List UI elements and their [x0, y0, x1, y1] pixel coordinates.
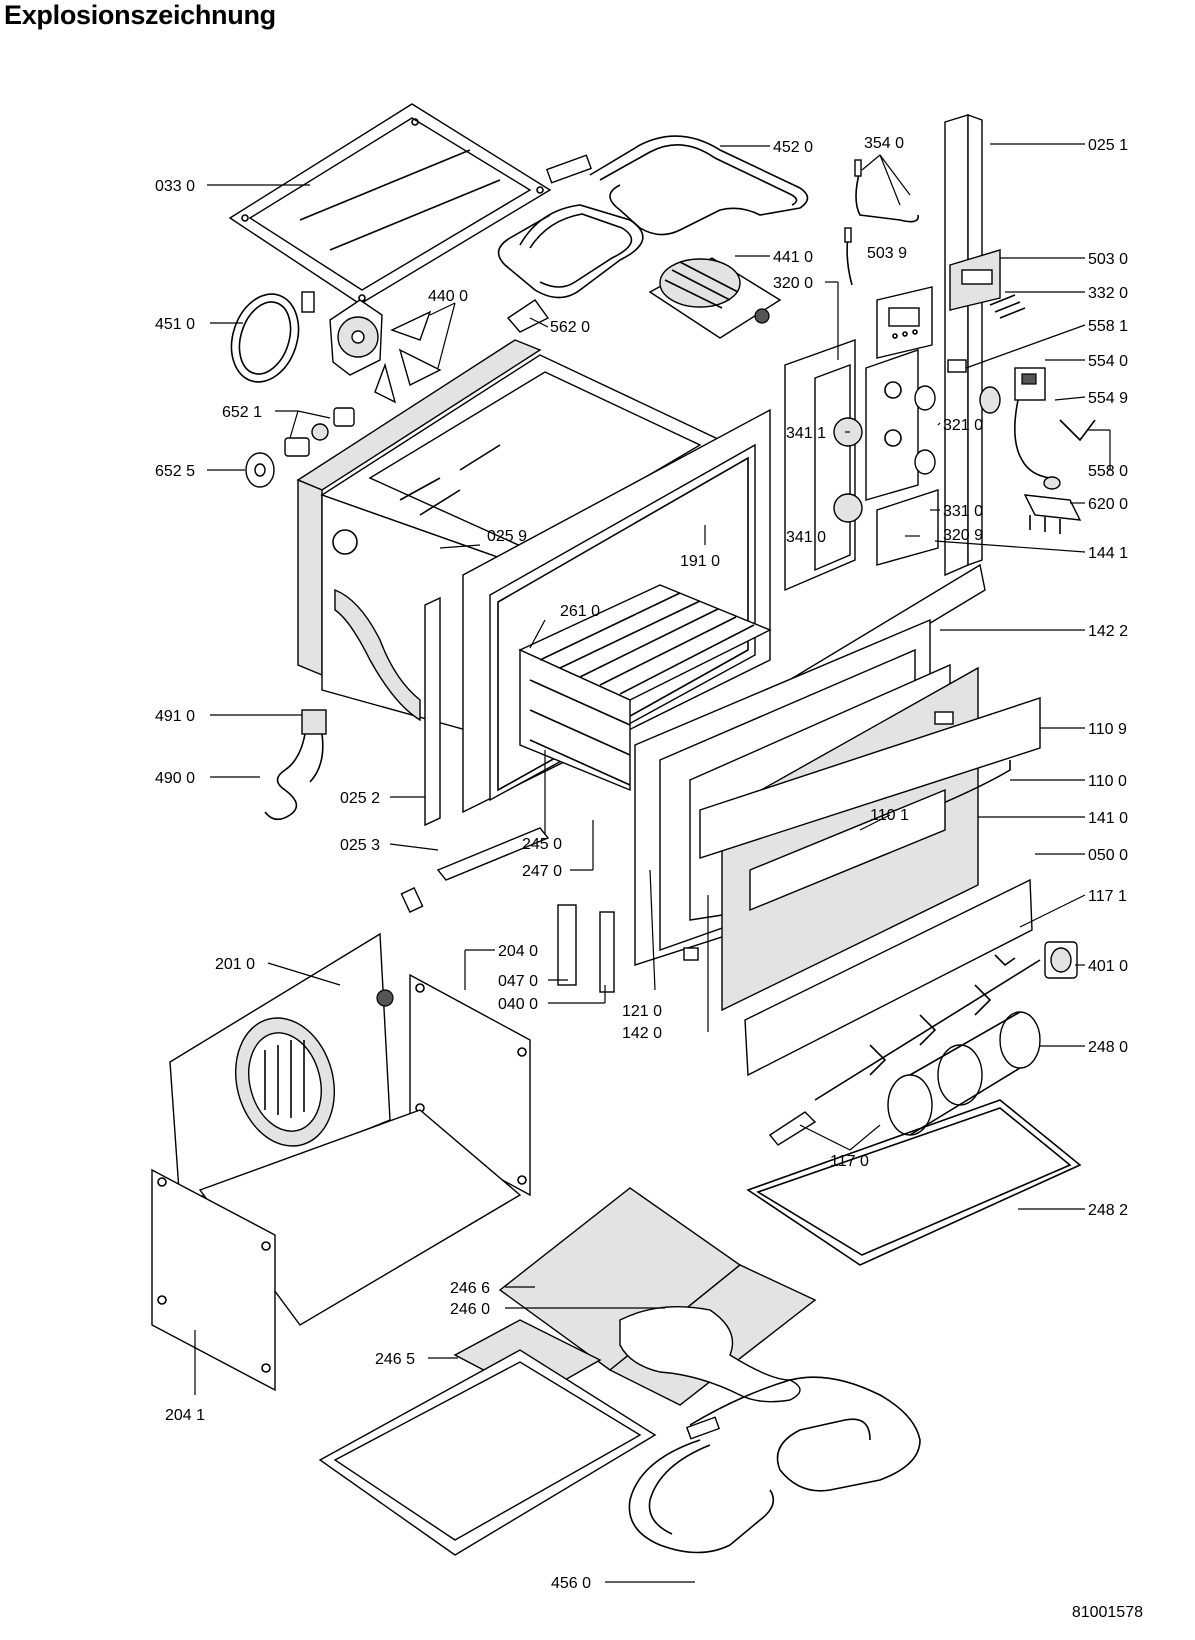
part-labels: 033 0 452 0 354 0 025 1 441 0 503 9 503 … — [155, 135, 1128, 1592]
label-332-0: 332 0 — [1088, 285, 1128, 302]
label-503-0: 503 0 — [1088, 251, 1128, 268]
label-331-0: 331 0 — [943, 503, 983, 520]
side-strips — [400, 596, 550, 913]
label-456-0: 456 0 — [551, 1575, 591, 1592]
label-652-5: 652 5 — [155, 463, 195, 480]
side-panel-left — [151, 1168, 276, 1392]
label-401-0: 401 0 — [1088, 958, 1128, 975]
label-142-0: 142 0 — [622, 1025, 662, 1042]
label-033-0: 033 0 — [155, 178, 195, 195]
label-491-0: 491 0 — [155, 708, 195, 725]
label-341-1: 341 1 — [786, 425, 826, 442]
label-354-0: 354 0 — [864, 135, 904, 152]
label-554-9: 554 9 — [1088, 390, 1128, 407]
bottom-tray — [318, 1349, 657, 1556]
label-144-1: 144 1 — [1088, 545, 1128, 562]
label-261-0: 261 0 — [560, 603, 600, 620]
label-204-0: 204 0 — [498, 943, 538, 960]
page-title: Explosionszeichnung — [4, 0, 276, 30]
document-number: 81001578 — [1071, 1604, 1143, 1621]
label-121-0: 121 0 — [622, 1003, 662, 1020]
label-040-0: 040 0 — [498, 996, 538, 1013]
temperature-sensors — [844, 154, 919, 286]
label-321-0: 321 0 — [943, 417, 983, 434]
convection-fan — [329, 299, 456, 404]
label-440-0: 440 0 — [428, 288, 468, 305]
rotisserie-assembly — [768, 941, 1078, 1146]
fan-ring-heater — [230, 291, 315, 383]
left-side-insulation — [296, 339, 542, 677]
label-117-1: 117 1 — [1088, 888, 1127, 905]
label-117-0: 117 0 — [830, 1153, 869, 1170]
door-hinges — [557, 904, 699, 993]
label-110-1: 110 1 — [870, 807, 909, 824]
label-554-0: 554 0 — [1088, 353, 1128, 370]
label-341-0: 341 0 — [786, 529, 826, 546]
label-558-0: 558 0 — [1088, 463, 1128, 480]
control-panel-frame — [784, 339, 863, 592]
door-bottom-trim — [744, 878, 1033, 1077]
oven-rack — [518, 584, 772, 792]
leader-lines — [194, 143, 1111, 1583]
label-652-1: 652 1 — [222, 404, 262, 421]
oven-lamp-parts — [245, 407, 355, 488]
label-320-0: 320 0 — [773, 275, 813, 292]
label-110-9: 110 9 — [1088, 721, 1127, 738]
label-246-5: 246 5 — [375, 1351, 415, 1368]
label-562-0: 562 0 — [550, 319, 590, 336]
top-cover-plate — [228, 103, 552, 305]
label-246-6: 246 6 — [450, 1280, 490, 1297]
switch-board — [865, 349, 939, 566]
label-025-3: 025 3 — [340, 837, 380, 854]
label-142-2: 142 2 — [1088, 623, 1128, 640]
label-452-0: 452 0 — [773, 139, 813, 156]
label-490-0: 490 0 — [155, 770, 195, 787]
label-110-0: 110 0 — [1088, 773, 1127, 790]
label-503-9: 503 9 — [867, 245, 907, 262]
thermostat-assembly — [947, 359, 1096, 534]
door-handle-assembly — [699, 697, 1041, 912]
label-247-0: 247 0 — [522, 863, 562, 880]
bottom-heating-element — [628, 1376, 921, 1554]
label-025-2: 025 2 — [340, 790, 380, 807]
lamp-cover-and-cable — [264, 709, 327, 821]
label-248-2: 248 2 — [1088, 1202, 1128, 1219]
label-025-9: 025 9 — [487, 528, 527, 545]
label-441-0: 441 0 — [773, 249, 813, 266]
small-bracket — [506, 299, 550, 333]
top-heating-element — [497, 135, 809, 299]
label-246-0: 246 0 — [450, 1301, 490, 1318]
label-050-0: 050 0 — [1088, 847, 1128, 864]
label-047-0: 047 0 — [498, 973, 538, 990]
label-204-1: 204 1 — [165, 1407, 205, 1424]
label-451-0: 451 0 — [155, 316, 195, 333]
label-141-0: 141 0 — [1088, 810, 1128, 827]
label-245-0: 245 0 — [522, 836, 562, 853]
wire-rack — [746, 1099, 1082, 1266]
fan-motor — [648, 257, 782, 339]
vertical-strip-and-timer — [944, 114, 1026, 577]
label-320-9: 320 9 — [943, 527, 983, 544]
label-248-0: 248 0 — [1088, 1039, 1128, 1056]
label-025-1: 025 1 — [1088, 137, 1128, 154]
label-620-0: 620 0 — [1088, 496, 1128, 513]
label-191-0: 191 0 — [680, 553, 720, 570]
control-module — [876, 286, 933, 359]
label-201-0: 201 0 — [215, 956, 255, 973]
label-558-1: 558 1 — [1088, 318, 1128, 335]
back-panel — [169, 932, 394, 1207]
